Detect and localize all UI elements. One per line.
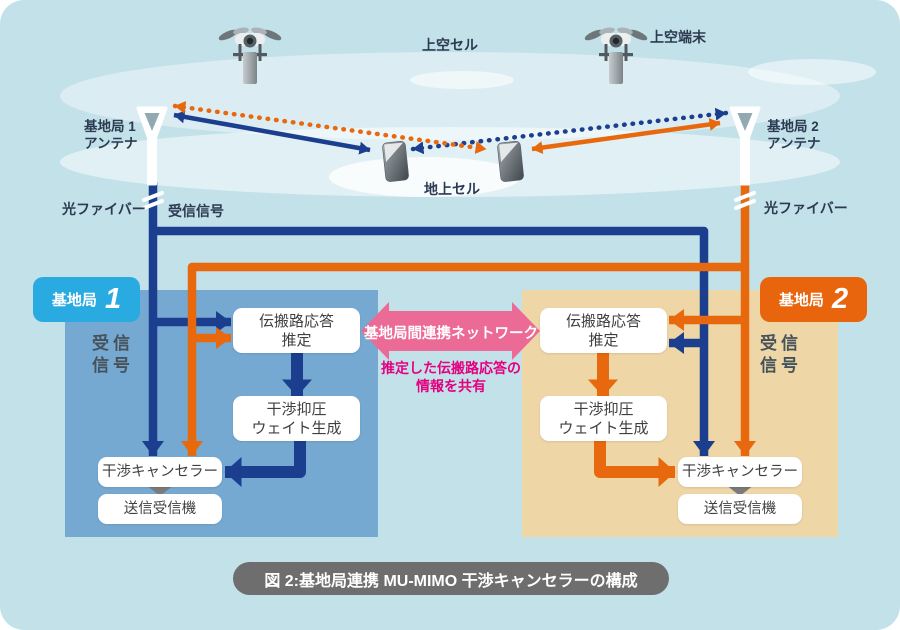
- bs2-antenna-label: 基地局 2 アンテナ: [767, 118, 820, 152]
- bs2-channel-estimation-box: 伝搬路応答 推定: [540, 308, 667, 353]
- aerial-cell-label: 上空セル: [422, 37, 478, 53]
- bs1-weight-line1: 干渉抑圧: [266, 400, 327, 418]
- bs1-rx-line1: 受信: [92, 334, 134, 353]
- bs1-weight-line2: ウェイト生成: [251, 419, 342, 437]
- bs2-badge: 基地局 2: [760, 277, 867, 322]
- bs1-rx-label: 受信 信号: [92, 333, 134, 377]
- bs2-internal-arrows: [588, 350, 752, 496]
- bs2-rx-label: 受信 信号: [760, 333, 802, 377]
- bs2-rx-line2: 信号: [760, 356, 802, 375]
- bs1-antenna-label: 基地局 1 アンテナ: [84, 118, 137, 152]
- aerial-terminal-label: 上空端末: [650, 29, 706, 45]
- bs2-weight-line1: 干渉抑圧: [573, 400, 634, 418]
- network-banner-arrow: [361, 302, 540, 360]
- bs1-badge-label: 基地局: [51, 292, 97, 309]
- share-note-line1: 推定した伝搬路応答の: [381, 360, 521, 376]
- bs2-channel-line1: 伝搬路応答: [565, 312, 641, 330]
- fiber-label-right: 光ファイバー: [764, 200, 848, 216]
- bs2-antenna-label-line2: アンテナ: [767, 136, 821, 151]
- bs1-antenna-label-line2: アンテナ: [84, 136, 138, 151]
- bs2-rx-line1: 受信: [760, 334, 802, 353]
- bs1-channel-line1: 伝搬路応答: [258, 312, 334, 330]
- figure-caption: 図 2:基地局連携 MU-MIMO 干渉キャンセラーの構成: [233, 562, 669, 595]
- bs1-antenna-label-line1: 基地局 1: [84, 119, 136, 134]
- bs2-weight-generation-box: 干渉抑圧 ウェイト生成: [540, 396, 667, 441]
- bs1-channel-line2: 推定: [281, 331, 312, 349]
- bs2-badge-label: 基地局: [778, 292, 824, 309]
- bs1-interference-canceller-box: 干渉キャンセラー: [98, 457, 222, 487]
- bs1-internal-arrows: [148, 350, 312, 496]
- smartphone-icon: [381, 140, 410, 183]
- air-link-arrows: [172, 100, 729, 155]
- bs2-channel-line2: 推定: [588, 331, 619, 349]
- ground-cell-label: 地上セル: [424, 181, 480, 197]
- bs1-badge-number: 1: [104, 283, 122, 315]
- share-note: 推定した伝搬路応答の 情報を共有: [361, 359, 541, 395]
- bs1-channel-estimation-box: 伝搬路応答 推定: [233, 308, 360, 353]
- bs2-weight-line2: ウェイト生成: [558, 419, 649, 437]
- fiber-label-left: 光ファイバー: [62, 201, 146, 217]
- bs2-antenna-label-line1: 基地局 2: [767, 119, 819, 134]
- bs1-rx-line2: 信号: [92, 356, 134, 375]
- signal-bus-lines: [142, 182, 756, 456]
- bs1-transceiver-box: 送信受信機: [98, 494, 222, 524]
- network-banner-label: 基地局間連携ネットワーク: [364, 326, 538, 342]
- bs1-weight-generation-box: 干渉抑圧 ウェイト生成: [233, 396, 360, 441]
- bs2-interference-canceller-box: 干渉キャンセラー: [678, 457, 802, 487]
- share-note-line2: 情報を共有: [416, 378, 486, 394]
- fiber-break-icon: [142, 191, 756, 210]
- rx-signal-label: 受信信号: [168, 203, 224, 219]
- bs2-badge-number: 2: [831, 283, 849, 315]
- bs1-badge: 基地局 1: [33, 277, 140, 322]
- smartphone-icon: [496, 140, 525, 183]
- bs2-transceiver-box: 送信受信機: [678, 494, 802, 524]
